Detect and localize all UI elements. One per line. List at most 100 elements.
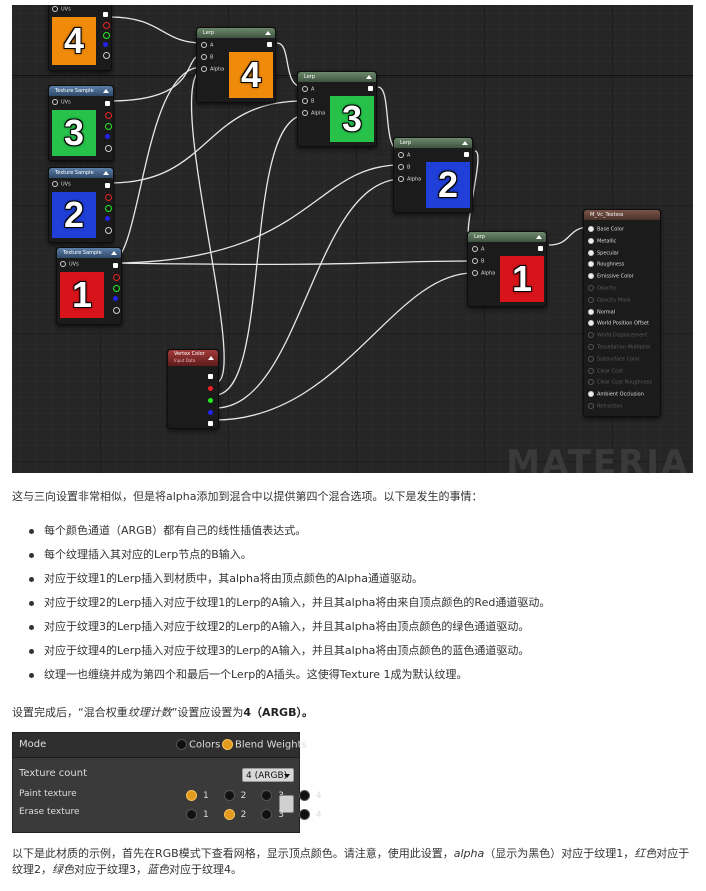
- lerp-b-pin[interactable]: B: [302, 98, 314, 105]
- blue-output-pin[interactable]: [105, 134, 110, 139]
- uvs-pin[interactable]: UVs: [60, 261, 79, 268]
- material-input-pin[interactable]: Metallic: [588, 237, 616, 244]
- mode-blend-weights-radio[interactable]: Blend Weights: [222, 739, 307, 751]
- blue-output-pin[interactable]: [113, 296, 118, 301]
- material-input-pin[interactable]: Base Color: [588, 226, 624, 233]
- lerp-b-pin[interactable]: B: [201, 54, 213, 61]
- rgb-output-pin[interactable]: [208, 374, 213, 379]
- material-input-pin[interactable]: Roughness: [588, 261, 624, 268]
- paint-texture-radio-4[interactable]: 4: [298, 790, 328, 801]
- lerp-b-pin[interactable]: B: [398, 164, 410, 171]
- alpha-output-pin[interactable]: [103, 52, 110, 59]
- material-input-pin[interactable]: Ambient Occlusion: [588, 391, 644, 398]
- rgb-output-pin[interactable]: [113, 263, 118, 268]
- erase-texture-radio-1[interactable]: 1: [186, 809, 215, 820]
- lerp-output-pin[interactable]: [368, 86, 373, 91]
- lerp-output-pin[interactable]: [538, 246, 543, 251]
- texture-sample-node-3[interactable]: Texture Sample UVs 3: [48, 85, 114, 161]
- mode-colors-radio[interactable]: Colors: [176, 739, 220, 751]
- erase-texture-options: 1 2 3 4: [186, 809, 334, 820]
- lerp-a-pin[interactable]: A: [472, 246, 484, 253]
- texture-thumbnail-4: 4: [52, 17, 96, 65]
- setup-emphasis: 纹理计数: [127, 706, 172, 719]
- rgb-output-pin[interactable]: [103, 12, 108, 17]
- setup-value: 4（ARGB）: [243, 706, 302, 719]
- green-output-pin[interactable]: [208, 398, 213, 403]
- lerp-node-4[interactable]: Lerp A B Alpha 4: [196, 27, 276, 103]
- uvs-pin[interactable]: UVs: [52, 6, 71, 13]
- alpha-output-pin[interactable]: [208, 421, 213, 426]
- material-input-pin[interactable]: Emissive Color: [588, 273, 634, 280]
- paint-texture-radio-1[interactable]: 1: [186, 790, 215, 801]
- setup-text: ”设置应设置为: [171, 706, 244, 719]
- list-item: 每个纹理插入其对应的Lerp节点的B输入。: [12, 543, 550, 567]
- list-item: 对应于纹理3的Lerp插入对应于纹理2的Lerp的A输入，并且其alpha将由顶…: [12, 615, 550, 639]
- lerp-node-2[interactable]: Lerp A B Alpha 2: [393, 137, 473, 213]
- material-input-pin[interactable]: Specular: [588, 249, 619, 256]
- red-output-pin[interactable]: [105, 194, 112, 201]
- red-output-pin[interactable]: [113, 274, 120, 281]
- lerp-preview-2: 2: [426, 162, 470, 208]
- setup-text: 。: [301, 706, 313, 719]
- paint-texture-label: Paint texture: [19, 789, 77, 799]
- alpha-output-pin[interactable]: [105, 145, 112, 152]
- uvs-pin[interactable]: UVs: [52, 181, 71, 188]
- blue-output-pin[interactable]: [103, 42, 108, 47]
- erase-texture-radio-3[interactable]: 3: [261, 809, 290, 820]
- red-output-pin[interactable]: [208, 386, 213, 391]
- alpha-output-pin[interactable]: [105, 227, 112, 234]
- lerp-output-pin[interactable]: [267, 42, 272, 47]
- erase-texture-radio-4[interactable]: 4: [298, 809, 328, 820]
- lerp-a-pin[interactable]: A: [201, 42, 213, 49]
- red-output-pin[interactable]: [105, 112, 112, 119]
- green-output-pin[interactable]: [103, 32, 110, 39]
- outro-paragraph: 以下是此材质的示例，首先在RGB模式下查看网格，显示顶点颜色。请注意，使用此设置…: [12, 846, 696, 878]
- lerp-alpha-pin[interactable]: Alpha: [472, 270, 495, 277]
- wire: [190, 68, 225, 384]
- material-graph-screenshot: UVs 4 Texture Sample UVs 3 Texture Sampl…: [12, 5, 693, 473]
- lerp-a-pin[interactable]: A: [398, 152, 410, 159]
- swap-textures-button[interactable]: [279, 795, 294, 813]
- blue-output-pin[interactable]: [105, 216, 110, 221]
- texture-sample-node-4[interactable]: UVs 4: [48, 5, 112, 71]
- alpha-output-pin[interactable]: [113, 307, 120, 314]
- blue-output-pin[interactable]: [208, 410, 213, 415]
- rgb-output-pin[interactable]: [105, 183, 110, 188]
- erase-texture-label: Erase texture: [19, 807, 80, 817]
- outro-red: 红色: [634, 847, 657, 860]
- outro-blue: 蓝色: [147, 863, 169, 876]
- chevron-down-icon: [284, 774, 290, 778]
- node-header: Lerp: [197, 28, 275, 38]
- blend-settings-panel: Mode Colors Blend Weights Texture count …: [12, 732, 322, 833]
- lerp-alpha-pin[interactable]: Alpha: [302, 110, 325, 117]
- lerp-alpha-pin[interactable]: Alpha: [201, 66, 224, 73]
- texture-count-dropdown[interactable]: 4 (ARGB): [242, 768, 294, 782]
- green-output-pin[interactable]: [113, 285, 120, 292]
- lerp-output-pin[interactable]: [464, 152, 469, 157]
- node-header: M_Vc_Textsss: [584, 210, 660, 220]
- uvs-pin[interactable]: UVs: [52, 99, 71, 106]
- outro-text: 对应于纹理4。: [169, 863, 242, 876]
- material-input-pin: Tessellation Multiplier: [588, 344, 651, 351]
- green-output-pin[interactable]: [105, 205, 112, 212]
- lerp-a-pin[interactable]: A: [302, 86, 314, 93]
- lerp-alpha-pin[interactable]: Alpha: [398, 176, 421, 183]
- lerp-b-pin[interactable]: B: [472, 258, 484, 265]
- rgb-output-pin[interactable]: [105, 101, 110, 106]
- texture-sample-node-1[interactable]: Texture Sample UVs 1: [56, 247, 122, 325]
- erase-texture-radio-2[interactable]: 2: [223, 809, 253, 820]
- lerp-node-1[interactable]: Lerp A B Alpha 1: [467, 231, 547, 307]
- green-output-pin[interactable]: [105, 123, 112, 130]
- outro-text: （显示为黑色）对应于纹理1，: [484, 847, 635, 860]
- wire: [214, 272, 474, 421]
- texture-sample-node-2[interactable]: Texture Sample UVs 2: [48, 167, 114, 243]
- lerp-node-3[interactable]: Lerp A B Alpha 3: [297, 71, 377, 147]
- red-output-pin[interactable]: [103, 22, 110, 29]
- paint-texture-radio-2[interactable]: 2: [223, 790, 253, 801]
- material-input-pin[interactable]: World Position Offset: [588, 320, 649, 327]
- material-input-pin: Clear Coat Roughness: [588, 379, 652, 386]
- material-input-pin[interactable]: Normal: [588, 308, 615, 315]
